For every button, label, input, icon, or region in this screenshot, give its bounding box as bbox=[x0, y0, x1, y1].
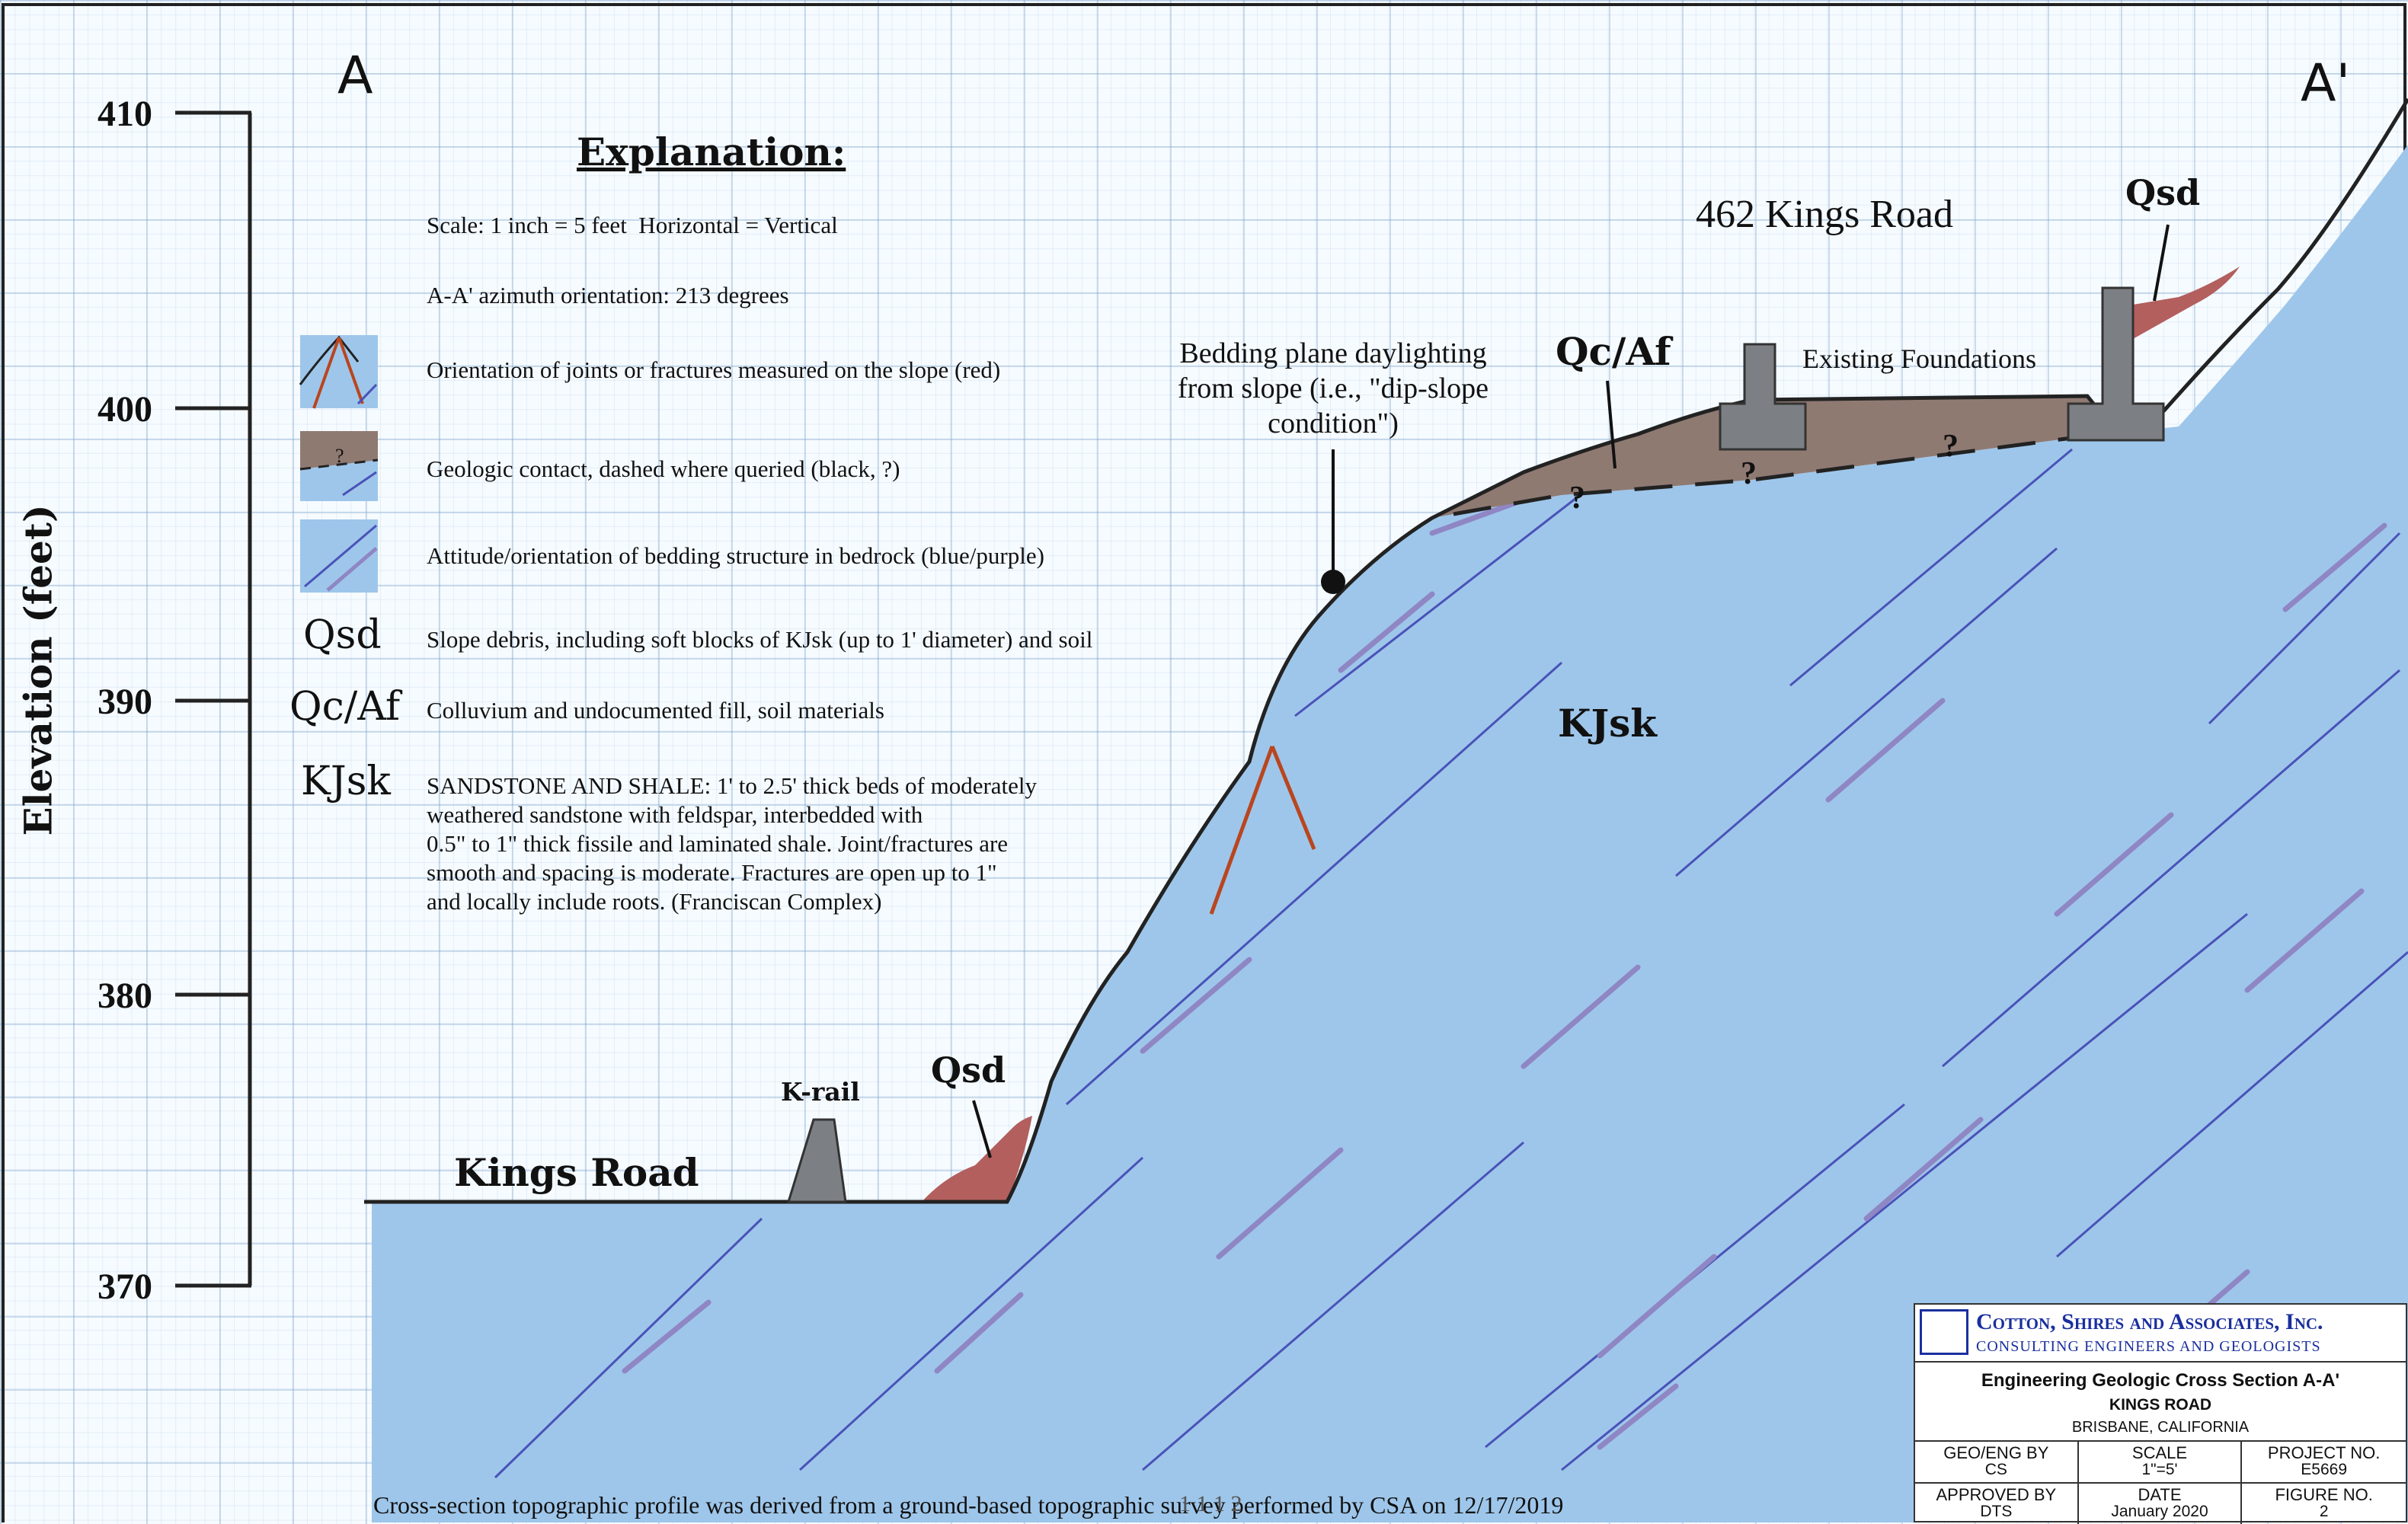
unit-desc-kjsk-line-2: weathered sandstone with feldspar, inter… bbox=[427, 801, 923, 828]
explanation-contact: Geologic contact, dashed where queried (… bbox=[427, 455, 900, 482]
explanation-azimuth: A-A' azimuth orientation: 213 degrees bbox=[427, 282, 789, 308]
field-label: PROJECT NO. bbox=[2267, 1443, 2381, 1462]
elevation-scale bbox=[175, 110, 252, 1288]
foundation-right bbox=[2067, 286, 2165, 442]
company-name: Cotton, Shires and Associates, Inc. bbox=[1976, 1309, 2323, 1334]
field-figure-no: FIGURE NO.2 bbox=[2242, 1482, 2406, 1524]
footer-overlay-text: 1 1 1 2 bbox=[1179, 1491, 1242, 1516]
unit-desc-kjsk-line-1: SANDSTONE AND SHALE: 1' to 2.5' thick be… bbox=[427, 772, 1038, 799]
bedding-lines-purple bbox=[622, 500, 2387, 1450]
qsd-upper-leader bbox=[2153, 224, 2170, 302]
field-label: FIGURE NO. bbox=[2275, 1485, 2373, 1504]
unit-symbol-qc-af: Qc/Af bbox=[289, 684, 401, 730]
project-location: BRISBANE, CALIFORNIA bbox=[2071, 1419, 2250, 1436]
daylight-annotation-line-2: from slope (i.e., "dip-slope bbox=[1177, 372, 1489, 404]
elevation-tick-400: 400 bbox=[98, 389, 152, 430]
unit-desc-qc-af: Colluvium and undocumented fill, soil ma… bbox=[427, 697, 884, 724]
query-mark-3: ? bbox=[1943, 429, 1959, 464]
field-label: GEO/ENG BY bbox=[1943, 1443, 2049, 1462]
bedding-lines bbox=[494, 448, 2408, 1479]
drawing-title: Engineering Geologic Cross Section A-A' bbox=[1981, 1370, 2340, 1391]
label-qc-af: Qc/Af bbox=[1556, 329, 1671, 374]
ground-profile bbox=[364, 97, 2408, 1204]
unit-symbol-qsd: Qsd bbox=[303, 612, 382, 658]
qc-af-leader bbox=[1606, 380, 1617, 469]
joint-lines bbox=[1209, 746, 1316, 915]
explanation-heading: Explanation: bbox=[577, 129, 846, 174]
unit-symbol-kjsk: KJsk bbox=[301, 759, 391, 804]
label-kjsk: KJsk bbox=[1558, 701, 1657, 746]
foundation-left bbox=[1719, 343, 1807, 451]
query-mark-2: ? bbox=[1741, 456, 1757, 491]
unit-desc-kjsk-line-4: smooth and spacing is moderate. Fracture… bbox=[427, 859, 997, 886]
legend-bedding-swatch bbox=[300, 519, 378, 593]
company-logo bbox=[1920, 1309, 1968, 1355]
elevation-tick-380: 380 bbox=[98, 976, 152, 1016]
query-mark-1: ? bbox=[1569, 481, 1585, 516]
explanation-joints: Orientation of joints or fractures measu… bbox=[427, 356, 1001, 383]
label-existing-foundations: Existing Foundations bbox=[1802, 343, 2037, 374]
explanation-bedding: Attitude/orientation of bedding structur… bbox=[427, 542, 1044, 569]
section-end-label: A' bbox=[2301, 53, 2351, 113]
daylight-point bbox=[1321, 570, 1345, 594]
legend-joint-swatch bbox=[299, 335, 378, 409]
unit-desc-kjsk-line-5: and locally include roots. (Franciscan C… bbox=[427, 888, 882, 915]
daylight-annotation-line-3: condition") bbox=[1268, 407, 1399, 439]
field-value: E5669 bbox=[2301, 1461, 2348, 1478]
debris-qsd-upper bbox=[2133, 267, 2240, 339]
label-address: 462 Kings Road bbox=[1696, 193, 1953, 236]
unit-desc-kjsk-line-3: 0.5" to 1" thick fissile and laminated s… bbox=[427, 830, 1009, 857]
label-qsd-lower: Qsd bbox=[931, 1050, 1006, 1091]
company-subtitle: CONSULTING ENGINEERS AND GEOLOGISTS bbox=[1976, 1338, 2321, 1355]
label-kings-road: Kings Road bbox=[454, 1150, 699, 1195]
title-block: Cotton, Shires and Associates, Inc. CONS… bbox=[1914, 1303, 2407, 1524]
elevation-tick-410: 410 bbox=[98, 94, 152, 134]
field-value: CS bbox=[1984, 1461, 2007, 1478]
legend-contact-question: ? bbox=[335, 445, 344, 467]
k-rail bbox=[786, 1118, 847, 1203]
debris-qsd-lower bbox=[922, 1116, 1032, 1202]
field-value: 2 bbox=[2319, 1503, 2329, 1520]
label-k-rail: K-rail bbox=[781, 1077, 860, 1107]
field-project-no: PROJECT NO.E5669 bbox=[2242, 1440, 2406, 1482]
daylight-annotation-line-1: Bedding plane daylighting bbox=[1179, 337, 1487, 369]
project-name: KINGS ROAD bbox=[2109, 1396, 2212, 1414]
elevation-tick-390: 390 bbox=[98, 682, 152, 722]
section-start-label: A bbox=[337, 46, 373, 106]
geologic-contact-dashed bbox=[1453, 436, 2073, 516]
bedrock-kjsk bbox=[372, 145, 2408, 1522]
unit-desc-qsd: Slope debris, including soft blocks of K… bbox=[427, 626, 1093, 653]
title-block-header: Cotton, Shires and Associates, Inc. CONS… bbox=[1915, 1305, 2406, 1363]
field-label: DATE bbox=[2138, 1485, 2182, 1504]
field-label: APPROVED BY bbox=[1936, 1485, 2057, 1504]
elevation-tick-370: 370 bbox=[98, 1267, 152, 1307]
elevation-axis-title: Elevation (feet) bbox=[15, 504, 61, 836]
footer-survey-note: Cross-section topographic profile was de… bbox=[373, 1491, 1564, 1519]
field-value: 1"=5' bbox=[2141, 1461, 2178, 1478]
colluvium-qc-af bbox=[1432, 396, 2103, 518]
field-label: SCALE bbox=[2131, 1443, 2188, 1462]
qsd-lower-leader bbox=[972, 1100, 992, 1158]
explanation-scale: Scale: 1 inch = 5 feet Horizontal = Vert… bbox=[427, 212, 838, 238]
field-value: January 2020 bbox=[2111, 1503, 2208, 1520]
label-qsd-upper: Qsd bbox=[2125, 172, 2201, 213]
field-value: DTS bbox=[1980, 1503, 2013, 1520]
legend-contact-swatch bbox=[299, 431, 379, 501]
